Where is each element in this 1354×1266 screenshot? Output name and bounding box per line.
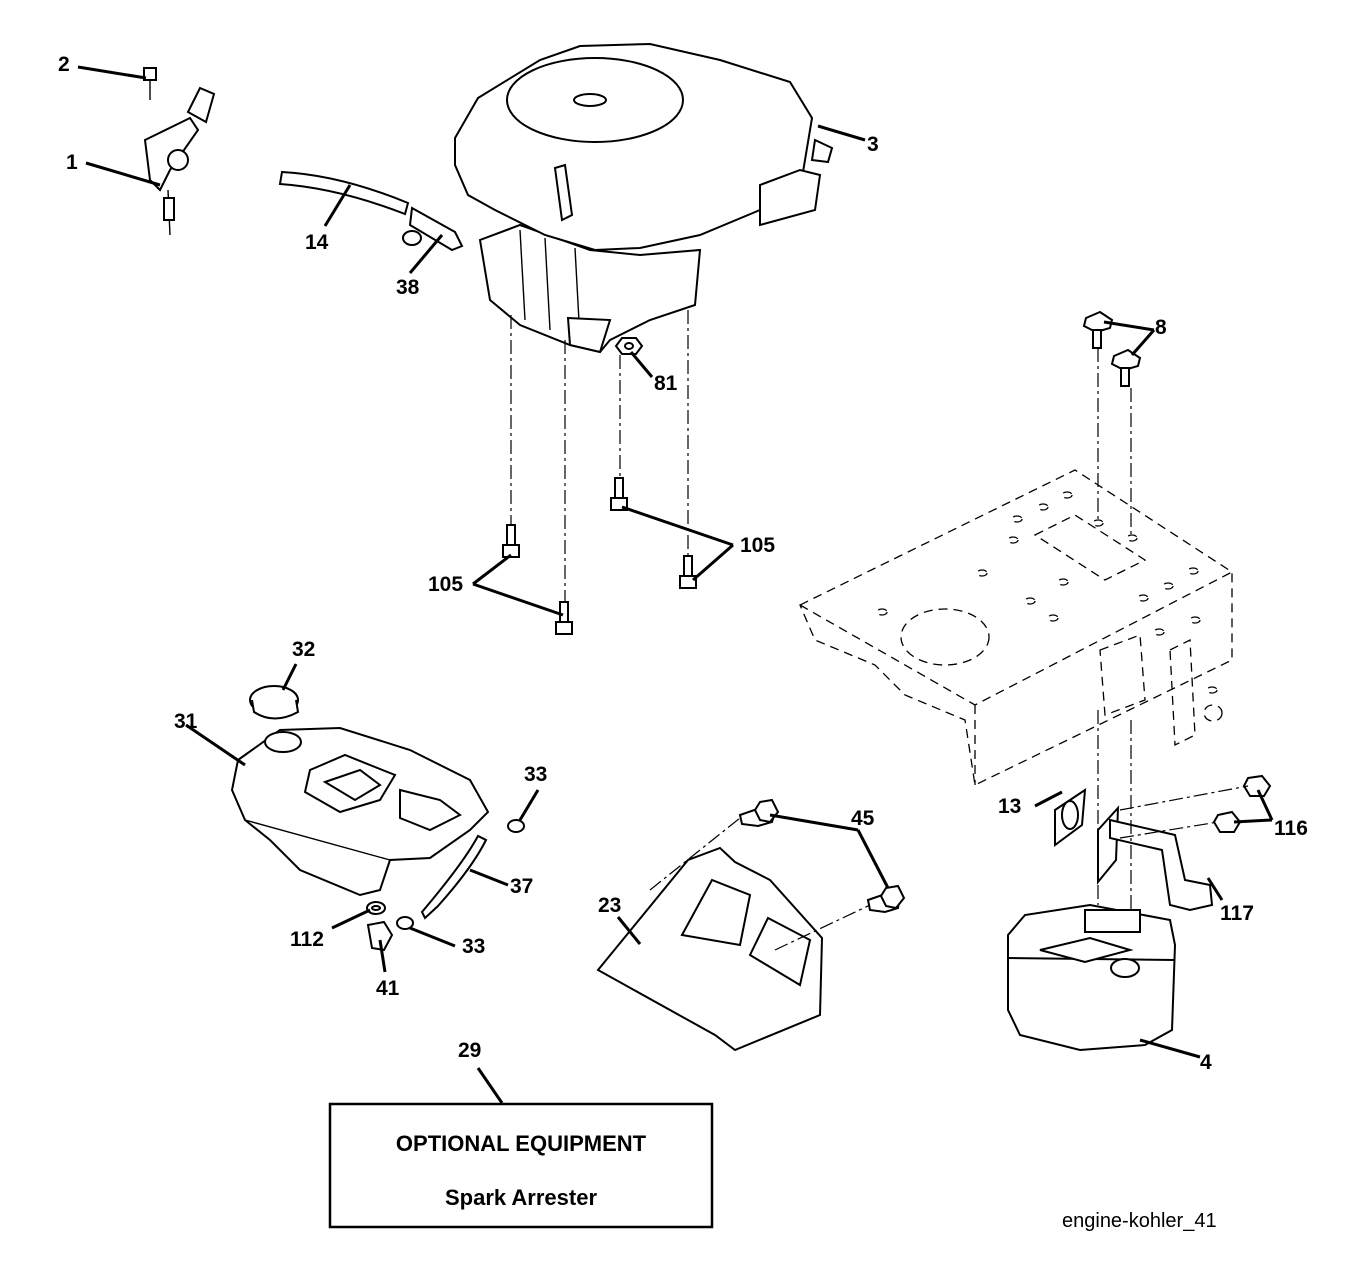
leader-lines [77, 65, 1274, 1104]
callout-117: 117 [1220, 902, 1254, 925]
muffler-part [1007, 903, 1177, 1052]
callout-38: 38 [396, 276, 420, 299]
frame-holes [876, 491, 1223, 722]
nut-part [614, 337, 644, 355]
callout-112: 112 [290, 928, 324, 951]
callout-1: 1 [66, 151, 78, 174]
callout-116: 116 [1274, 817, 1308, 840]
callout-31: 31 [174, 710, 198, 733]
mount-bolt-part [502, 477, 697, 635]
callout-41: 41 [376, 977, 400, 1000]
exhaust-gasket-part [1054, 788, 1120, 885]
engine-part [454, 42, 834, 354]
spark-arrester-label: Spark Arrester [445, 1185, 597, 1210]
fuel-cap-part [249, 685, 300, 720]
callout-29: 29 [458, 1039, 481, 1062]
heat-shield-part [596, 846, 824, 1052]
callout-33-top: 33 [524, 763, 547, 786]
callout-37: 37 [510, 875, 533, 898]
callout-13: 13 [998, 795, 1021, 818]
frame-outline [799, 469, 1233, 786]
callout-105-right: 105 [740, 534, 775, 557]
fuel-fitting-part [366, 920, 394, 952]
callout-4: 4 [1200, 1051, 1212, 1074]
diagram-id-label: engine-kohler_41 [1062, 1210, 1217, 1232]
optional-equipment-heading: OPTIONAL EQUIPMENT [396, 1131, 647, 1156]
throttle-control-part [143, 67, 216, 236]
callout-45: 45 [851, 807, 875, 830]
fuel-line-part [420, 834, 488, 920]
callout-81: 81 [654, 372, 678, 395]
callout-14: 14 [305, 231, 329, 254]
exhaust-pipe-part [1109, 818, 1214, 912]
fuel-tank-part [230, 726, 490, 897]
optional-equipment-box: OPTIONAL EQUIPMENT Spark Arrester [328, 1102, 714, 1229]
exhaust-nut-part [1212, 774, 1272, 833]
callout-32: 32 [292, 638, 315, 661]
callout-3: 3 [867, 133, 879, 156]
fuel-filter-part [402, 206, 464, 252]
bushing-part [366, 901, 386, 915]
callout-23: 23 [598, 894, 621, 917]
hose-clamp-part [396, 819, 525, 930]
callout-105-left: 105 [428, 573, 463, 596]
callout-33-bottom: 33 [462, 935, 485, 958]
callout-8: 8 [1155, 316, 1167, 339]
callout-2: 2 [58, 53, 70, 76]
